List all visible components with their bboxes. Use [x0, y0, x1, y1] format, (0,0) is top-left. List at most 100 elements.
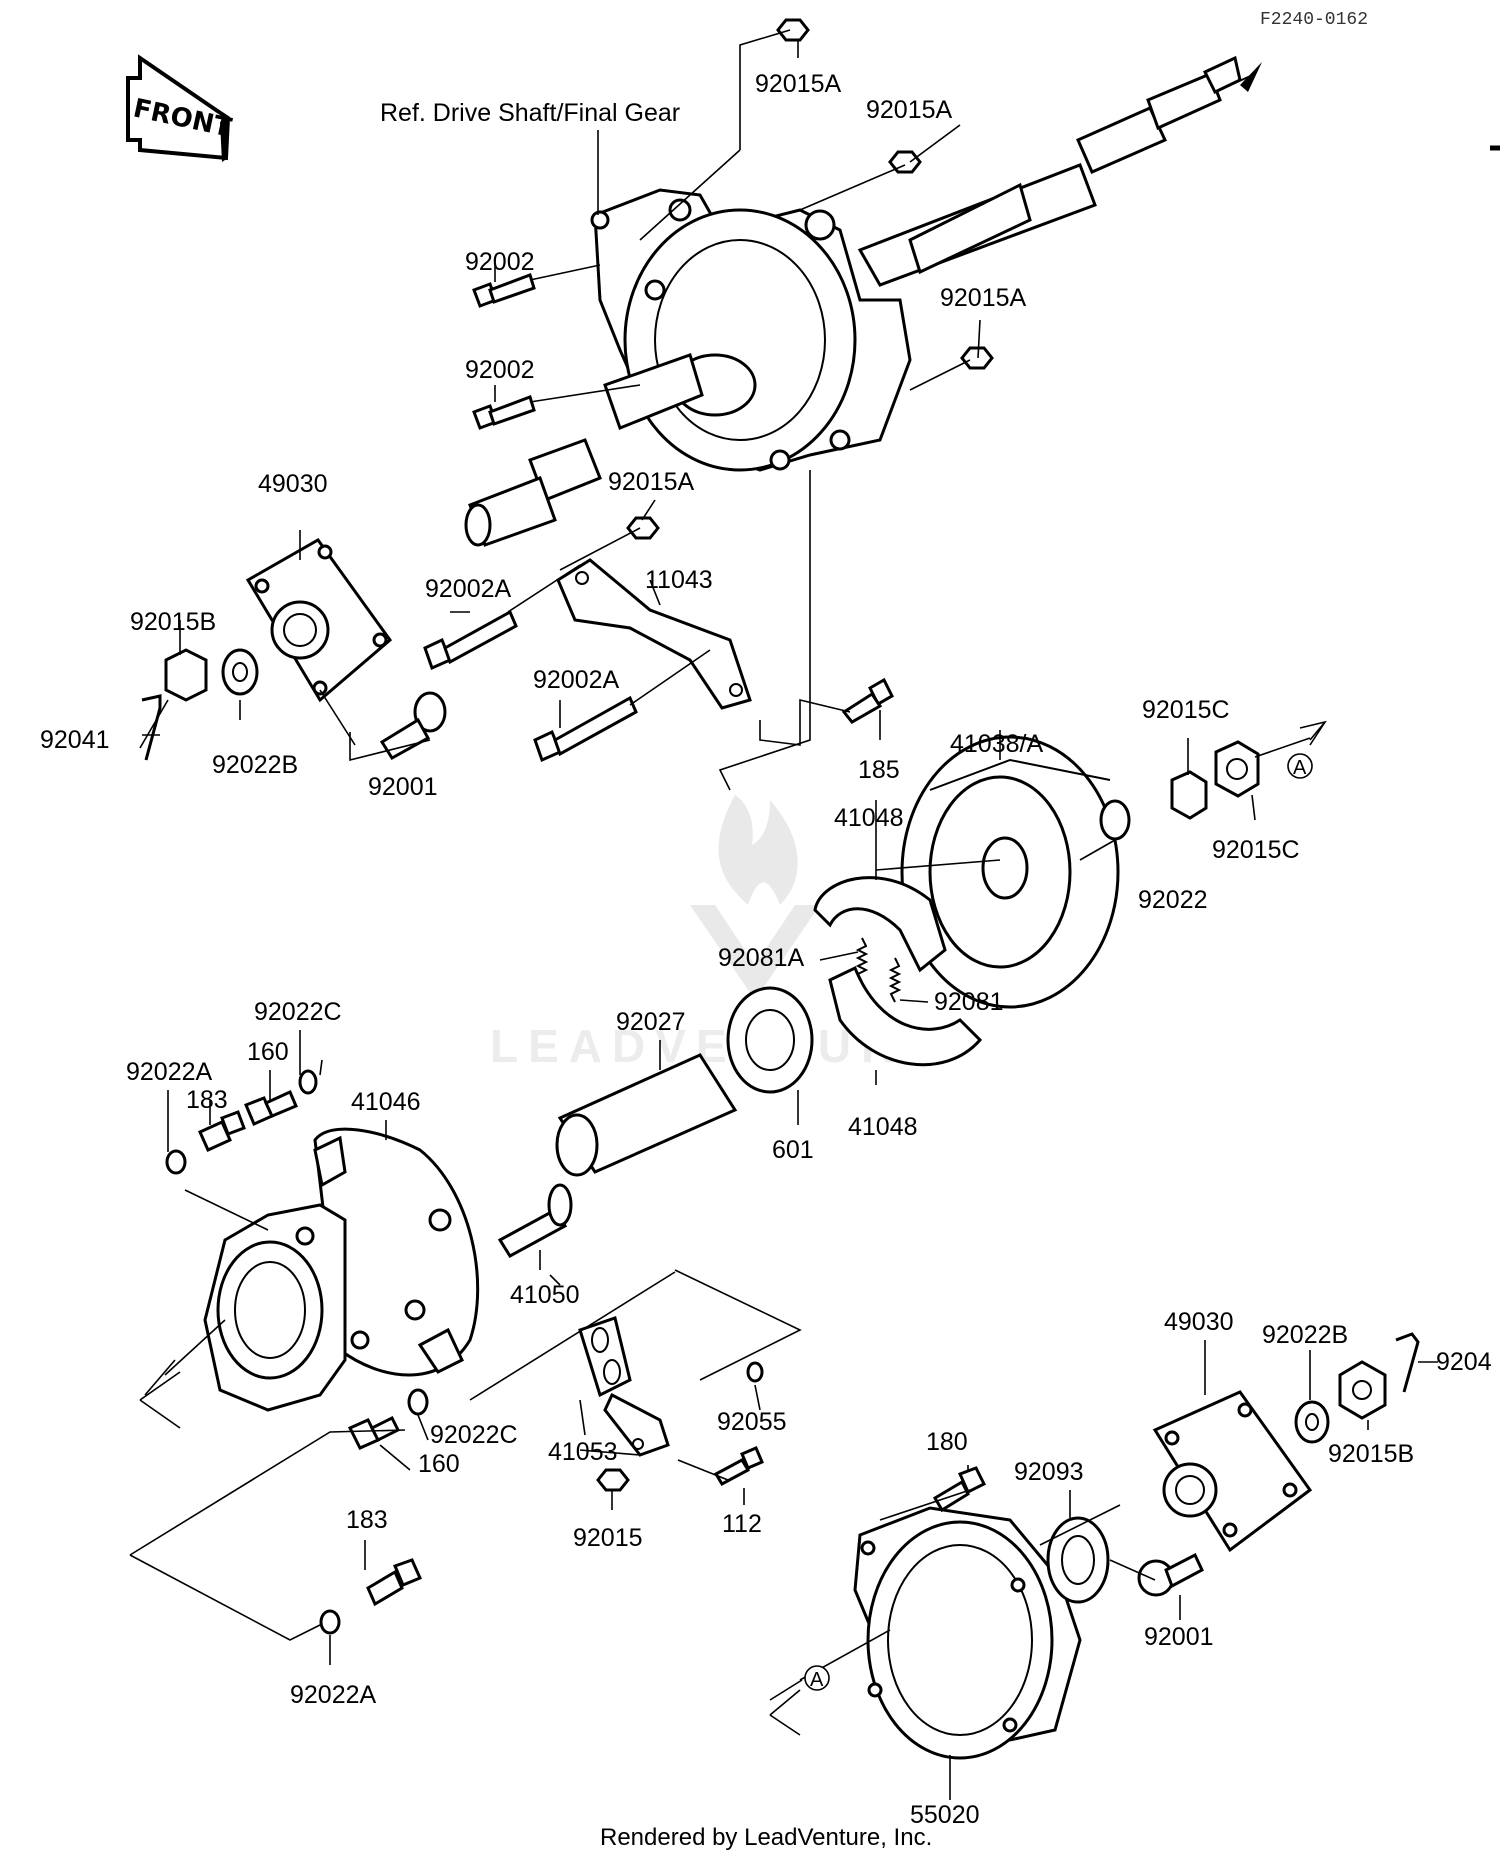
nut-92015A-top: [776, 18, 810, 42]
part-label-41053: 41053: [548, 1438, 618, 1466]
part-label-92001: 92001: [368, 773, 438, 801]
brake-cam-41053: [578, 1316, 670, 1457]
brake-drum-41038: [900, 735, 1120, 1009]
seal-92093: [1046, 1516, 1110, 1604]
nut-92015A-right: [960, 346, 994, 370]
part-label-92022A: 92022A: [290, 1681, 377, 1709]
part-label-180: 180: [926, 1428, 968, 1456]
part-label-92055: 92055: [717, 1408, 787, 1436]
part-label-92015C: 92015C: [1212, 836, 1300, 864]
bolt-92002-upper: [472, 273, 536, 308]
bolt-160-lower: [347, 1415, 401, 1450]
reference-marker-a-text-lower: A: [810, 1669, 824, 1691]
brake-shoe-41048-lower: [828, 965, 983, 1067]
washer-92022A-upper: [165, 1149, 187, 1175]
cotter-pin-9204-right: [1395, 1332, 1420, 1393]
part-label-92015B: 92015B: [130, 608, 216, 636]
part-label-49030: 49030: [1164, 1308, 1234, 1336]
reference-label: Ref. Drive Shaft/Final Gear: [380, 99, 680, 127]
bolt-183-lower: [366, 1558, 422, 1607]
reference-marker-a-text: A: [1293, 757, 1307, 779]
washer-92022C-upper: [298, 1069, 318, 1095]
front-direction-arrow-icon: FRONT: [126, 54, 234, 162]
part-label-41038-a: 41038/A: [950, 730, 1043, 758]
bearing-housing-49030-left: [245, 538, 393, 703]
part-label-92041: 92041: [40, 726, 110, 754]
part-label-92093: 92093: [1014, 1458, 1084, 1486]
part-label-183: 183: [186, 1086, 228, 1114]
part-label-41048: 41048: [848, 1113, 918, 1141]
washer-92022B-right: [1294, 1400, 1330, 1444]
reference-marker-a-lower: A: [804, 1665, 830, 1691]
hub-panel-41046: [203, 1127, 480, 1412]
spring-92081: [888, 957, 902, 1003]
part-label-92081A: 92081A: [718, 944, 805, 972]
part-label-92015A: 92015A: [755, 70, 842, 98]
final-gear-case: [590, 188, 912, 472]
part-label-160: 160: [418, 1450, 460, 1478]
bolt-92002A-lower: [533, 695, 638, 763]
part-label-92002: 92002: [465, 248, 535, 276]
direction-arrow-icon-lower: [769, 1689, 801, 1736]
bolt-92002-lower: [472, 395, 536, 430]
washer-92055: [746, 1361, 764, 1383]
part-label-92015A: 92015A: [608, 468, 695, 496]
bolt-92001-right: [1137, 1552, 1204, 1597]
brake-shoe-41048-upper: [813, 876, 947, 973]
figure-code: F2240-0162: [1260, 10, 1368, 30]
washer-92022B-left: [221, 648, 259, 696]
part-label-49030: 49030: [258, 470, 328, 498]
part-label-601: 601: [772, 1136, 814, 1164]
part-label-92002: 92002: [465, 356, 535, 384]
part-label-92015: 92015: [573, 1524, 643, 1552]
bolt-92002A-upper: [423, 609, 518, 671]
part-label-92002A: 92002A: [425, 575, 512, 603]
part-label-92081: 92081: [934, 988, 1004, 1016]
bolt-183-upper: [198, 1110, 246, 1152]
part-label-11043: 11043: [645, 566, 713, 594]
washer-92022C-lower: [407, 1388, 429, 1416]
part-label-92022B: 92022B: [1262, 1321, 1348, 1349]
part-label-92015A: 92015A: [866, 96, 953, 124]
direction-arrow-icon-right: [1299, 720, 1327, 746]
reference-marker-a-upper: A: [1287, 753, 1313, 779]
watermark-logo: [690, 795, 820, 1000]
part-label-183: 183: [346, 1506, 388, 1534]
bracket-11043: [556, 558, 752, 710]
nut-92015A-lower: [626, 516, 660, 540]
bolt-92001-left: [379, 691, 447, 761]
sleeve-92027: [555, 1053, 738, 1177]
part-label-41048: 41048: [834, 804, 904, 832]
part-label-92027: 92027: [616, 1008, 686, 1036]
brake-panel-55020: [853, 1506, 1082, 1760]
rear-axle-shaft: [464, 55, 1262, 547]
part-label-112: 112: [722, 1510, 762, 1538]
bolt-160-upper: [244, 1089, 298, 1126]
direction-arrow-icon: [139, 1371, 181, 1429]
part-label-9204: 9204: [1436, 1348, 1492, 1376]
part-label-92022: 92022: [1138, 886, 1208, 914]
castle-nut-92015B-left: [164, 648, 208, 702]
part-label-92022C: 92022C: [430, 1421, 518, 1449]
part-label-41050: 41050: [510, 1281, 580, 1309]
footer-credit: Rendered by LeadVenture, Inc.: [600, 1824, 932, 1851]
part-label-92015C: 92015C: [1142, 696, 1230, 724]
part-label-92002A: 92002A: [533, 666, 620, 694]
part-label-55020: 55020: [910, 1801, 980, 1829]
part-label-92001: 92001: [1144, 1623, 1214, 1651]
part-label-92015B: 92015B: [1328, 1440, 1414, 1468]
part-label-92022A: 92022A: [126, 1058, 213, 1086]
bolt-180: [932, 1466, 987, 1513]
nut-92015C-inner: [1170, 770, 1208, 820]
bolt-185: [841, 677, 894, 724]
part-label-185: 185: [858, 756, 900, 784]
adjuster-41050: [497, 1183, 573, 1258]
part-label-160: 160: [247, 1038, 289, 1066]
nut-92015-lever: [596, 1468, 630, 1492]
nut-92015C-outer: [1214, 740, 1260, 798]
bearing-601: [726, 986, 814, 1094]
bearing-housing-49030-right: [1152, 1390, 1313, 1553]
part-label-41046: 41046: [351, 1088, 421, 1116]
spring-92081A: [855, 937, 869, 983]
